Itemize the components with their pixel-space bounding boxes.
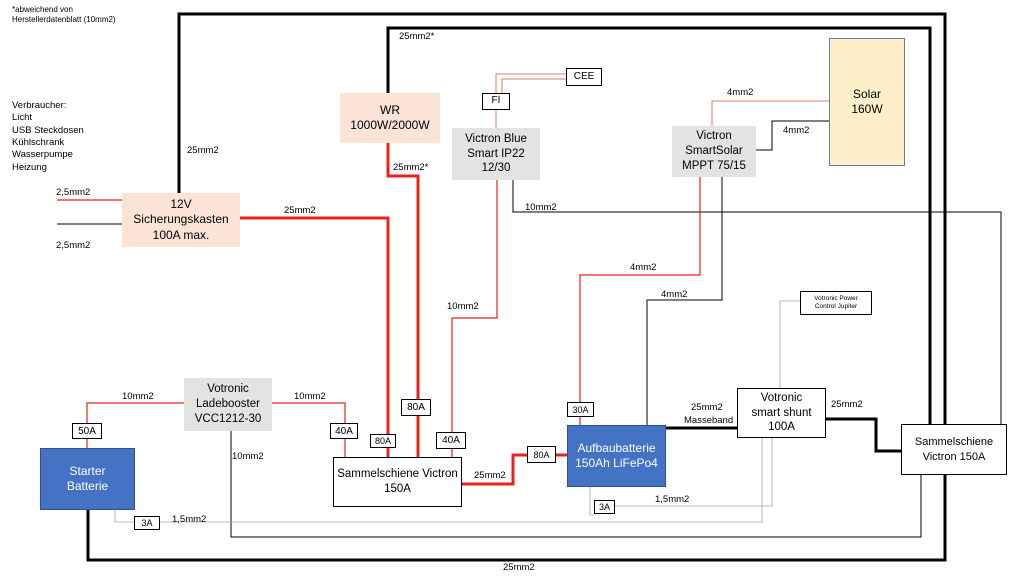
fuse-50a: 50A [72,423,102,439]
consumer-heading: Verbraucher: [12,100,67,111]
wire-mppt-ground [646,177,723,425]
label-sense-starter: 1,5mm2 [172,514,207,525]
cee-socket: CEE [566,68,602,86]
label-booster-ground: 10mm2 [232,451,264,462]
label-mppt-battery: 4mm2 [630,262,657,273]
wire-inner-loop [386,26,932,424]
wire-solar-neg [756,120,829,151]
wire-mppt-solar [711,100,829,126]
wire-fuse-shunt [615,438,773,507]
consumer-list: Verbraucher: Licht USB Steckdosen Kühlsc… [12,100,84,174]
label-sense-shunt: 1,5mm2 [655,494,690,505]
fuse-80a-fusebox: 80A [370,434,396,448]
label-battery-shunt: 25mm2 [691,402,723,413]
label-mppt-solar-pos: 4mm2 [727,87,754,98]
fuse-3a-starter: 3A [134,516,160,530]
fuse-3a-shunt: 3A [594,500,615,514]
label-top-cable: 25mm2* [399,31,435,42]
label-consumer-pos: 2,5mm2 [56,187,91,198]
label-busbar-battery: 25mm2 [474,470,506,481]
power-control-jupiter: Votronic Power Control Jupiter [800,291,872,315]
mppt-box: Victron SmartSolar MPPT 75/15 [672,126,756,177]
wire-sense-shunt [160,438,763,523]
footnote: *abweichend von Herstellerdatenblatt (10… [12,5,116,24]
fuse-80a-inverter: 80A [401,399,431,416]
house-battery: Aufbaubatterie 150Ah LiFePo4 [567,425,666,487]
starter-battery: Starter Batterie [40,448,135,510]
label-charger-ground: 10mm2 [525,202,557,213]
consumer-item: Wasserpumpe [12,149,73,161]
wire-charger-busbar [451,180,498,457]
label-bottom-cable: 25mm2 [503,562,535,573]
wire-fusebox-busbar [240,216,390,457]
label-charger-cable: 10mm2 [447,301,479,312]
fuse-box: 12V Sicherungskasten 100A max. [122,193,240,247]
wire-powercontrol [779,300,800,388]
label-mppt-solar-neg: 4mm2 [783,125,810,136]
wire-inverter-busbar [386,120,420,457]
consumer-item: Licht [12,112,33,124]
fuse-80a-battery: 80A [527,446,556,463]
fuse-40a-charger: 40A [436,432,466,449]
label-mppt-ground: 4mm2 [661,289,688,300]
label-inverter-cable: 25mm2* [393,162,429,173]
label-consumer-neg: 2,5mm2 [56,240,91,251]
solar-panel: Solar 160W [829,38,905,166]
fuse-30a-mppt: 30A [567,402,594,417]
wire-outer-loop [86,12,947,562]
charger-box: Victron Blue Smart IP22 12/30 [452,128,540,180]
wire-starter-sense [114,510,134,523]
label-starter-booster: 10mm2 [122,391,154,402]
wire-shunt-fuse [589,487,594,516]
busbar-victron-1: Sammelschiene Victron 150A [333,457,462,507]
wire-booster-busbar [272,402,346,457]
busbar-victron-2: Sammelschiene Victron 150A [901,424,1007,475]
label-fusebox-cable: 25mm2 [284,205,316,216]
label-booster-busbar: 10mm2 [294,391,326,402]
wire-mppt-battery [579,177,701,425]
fi-switch: FI [482,93,510,110]
consumer-item: Heizung [12,161,47,173]
wire-fi-cee-2 [501,78,566,93]
fuse-40a-booster: 40A [330,423,358,439]
inverter-box: WR 1000W/2000W [340,93,440,143]
wire-battery-shunt [654,426,737,457]
wire-booster-ground [230,431,922,538]
wire-shunt-busbar2 [826,417,901,453]
wire-fi-cee [495,73,566,93]
label-masseband: Masseband [684,415,734,426]
wire-charger-ground [512,180,1002,424]
smart-shunt: Votronic smart shunt 100A [737,388,826,438]
booster-box: Votronic Ladebooster VCC1212-30 [184,378,272,431]
consumer-item: Kühlschrank [12,137,65,149]
consumer-item: USB Steckdosen [12,124,84,136]
label-left-cable: 25mm2 [187,145,219,156]
label-shunt-busbar: 25mm2 [831,399,863,410]
